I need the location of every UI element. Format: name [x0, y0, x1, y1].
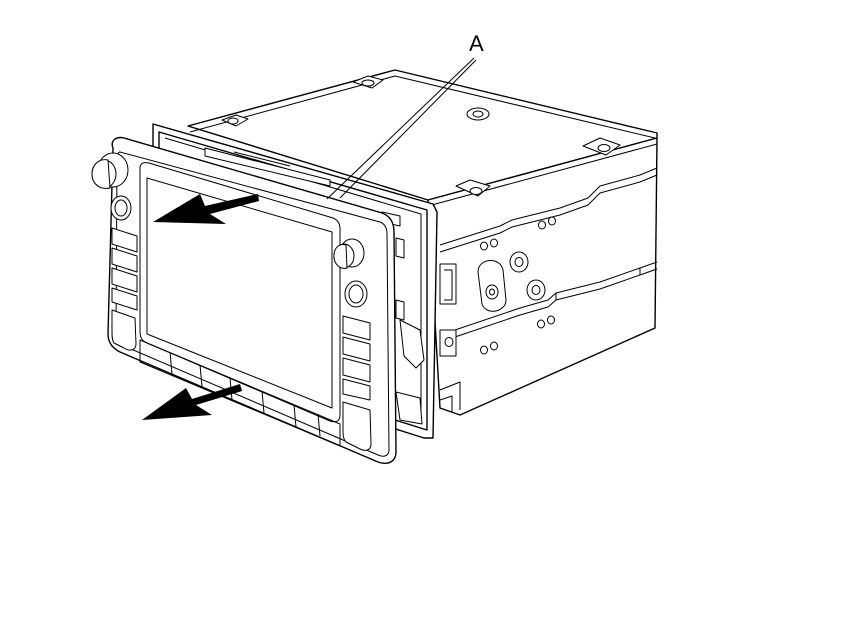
display-screen	[146, 177, 333, 409]
chassis-side-holes	[477, 216, 556, 355]
right-button-column	[342, 315, 372, 451]
unit-chassis	[187, 69, 658, 416]
removal-arrow-lower	[142, 384, 242, 420]
left-volume-knob	[91, 152, 129, 189]
left-round-button	[110, 195, 132, 221]
removal-arrows	[142, 194, 259, 420]
chassis-mount-tabs	[221, 75, 621, 197]
callout-a: A	[326, 31, 484, 200]
callout-a-leader-line	[326, 57, 475, 200]
left-button-column	[111, 227, 138, 351]
callout-a-label: A	[469, 31, 484, 56]
right-round-button	[344, 280, 368, 308]
right-tuning-knob	[333, 238, 365, 269]
chassis-side-clips	[439, 263, 461, 412]
chassis-side-rail	[439, 167, 658, 338]
removal-arrow-upper	[153, 194, 259, 224]
